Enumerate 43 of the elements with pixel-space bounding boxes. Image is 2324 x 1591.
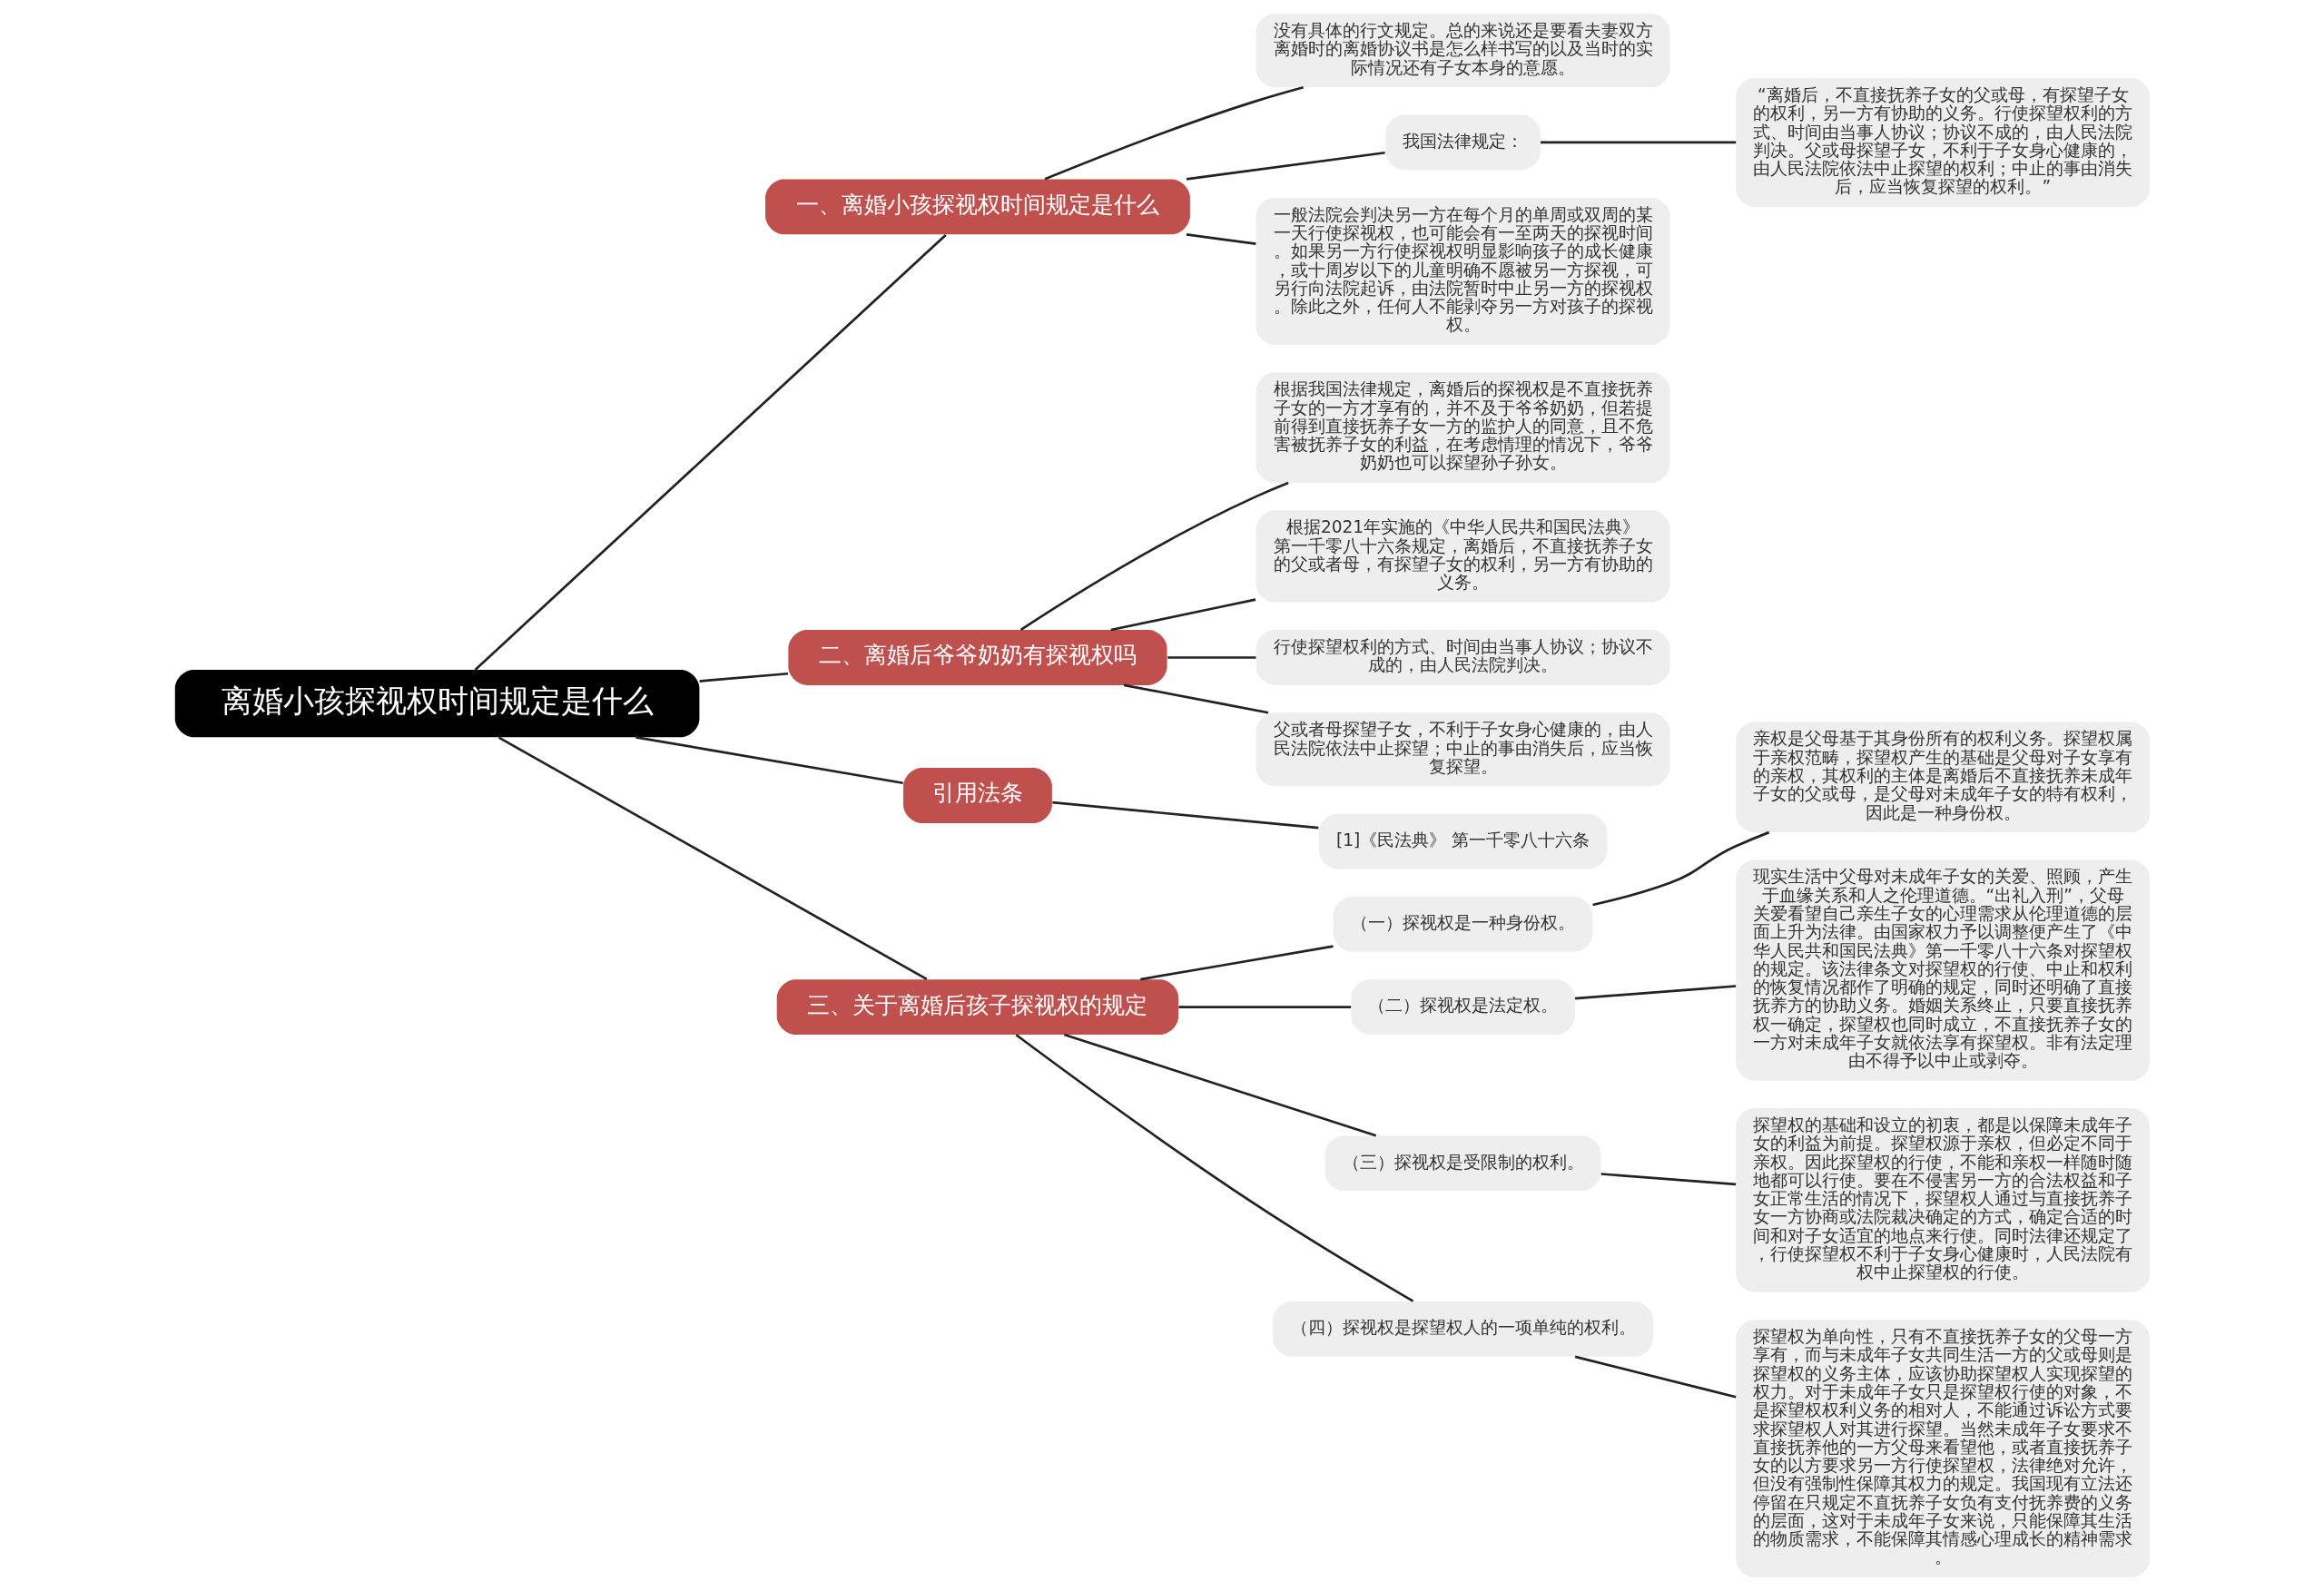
- connector: [1186, 233, 1256, 245]
- connector: [1110, 598, 1256, 632]
- node-box: （三）探视权是受限制的权利。: [1324, 1135, 1601, 1192]
- connector: [1044, 85, 1304, 181]
- connector: [1123, 683, 1268, 714]
- connector: [474, 233, 947, 671]
- node-box: 引用法条: [902, 768, 1052, 823]
- node-box: 探望权为单向性，只有不直接抚养子女的父母一方享有，而与未成年子女共同生活一方的父或母则是探望权的义务主体，应该协助探望权人实现探望的权力。对于未成年子女只是探望权行使的对象，不是探望权权利义务的相对人，不能通过诉讼方式要求探望权人对其进行探望。当然未成年子女要求不直接抚养他的一方父母来看望他，或者直接抚养子女的以方要求另一方行使探望权，法律绝对允许，但没有强制性保障其权力的规定。我国现有立法还停留在只规定不直抚养子女负有支付抚养费的义务的层面，这对于未成年子女来说，只能保障其生活的物质需求，不能保障其情感心理成长的精神需求。: [1735, 1320, 2150, 1577]
- connector: [699, 672, 788, 683]
- connector: [1540, 141, 1736, 144]
- node-box: （四）探视权是探望权人的一项单纯的权利。: [1272, 1301, 1653, 1357]
- connector: [1178, 1006, 1351, 1008]
- node-box: （二）探视权是法定权。: [1350, 979, 1575, 1035]
- node-box: 三、关于离婚后孩子探视权的规定: [776, 979, 1178, 1035]
- node-box: 二、离婚后爷爷奶奶有探视权吗: [787, 630, 1167, 685]
- connector: [1051, 800, 1318, 830]
- node-box: [1]《民法典》 第一千零八十六条: [1318, 813, 1607, 869]
- connector: [1591, 830, 1769, 907]
- node-box: 亲权是父母基于其身份所有的权利义务。探望权属于亲权范畴，探望权产生的基础是父母对子女享有的亲权，其权利的主体是离婚后不直接抚养未成年子女的父或母，是父母对未成年子女的特有权利，因此是一种身份权。: [1735, 722, 2150, 833]
- node-box: 行使探望权利的方式、时间由当事人协议；协议不成的，由人民法院判决。: [1256, 630, 1670, 685]
- connector: [1063, 1033, 1376, 1137]
- node-box: 现实生活中父母对未成年子女的关爱、照顾，产生于血缘关系和人之伦理道德。“出礼入刑”，父母关爱看望自己亲生子女的心理需求从伦理道德的层面上升为法律。由国家权力予以调整便产生了《中华人民共和国民法典》第一千零八十六条对探望权的规定。该法律条文对探望权的行使、中止和权利的恢复情况都作了明确的规定，同时还明确了直接抚养方的协助义务。婚姻关系终止，只要直接抚养权一确定，探望权也同时成立，不直接抚养子女的一方对未成年子女就依法享有探望权。非有法定理由不得予以中止或剥夺。: [1735, 859, 2150, 1081]
- connector: [1139, 945, 1334, 981]
- node-box: 根据我国法律规定，离婚后的探视权是不直接抚养子女的一方才享有的，并不及于爷爷奶奶，但若提前得到直接抚养子女一方的监护人的同意，且不危害被抚养子女的利益，在考虑情理的情况下，爷爷奶奶也可以探望孙子孙女。: [1256, 372, 1670, 483]
- connector: [1600, 1173, 1736, 1186]
- node-box: （一）探视权是一种身份权。: [1333, 897, 1592, 952]
- node-box: “离婚后，不直接抚养子女的父或母，有探望子女的权利，另一方有协助的义务。行使探望权利的方式、时间由当事人协议；协议不成的，由人民法院判决。父或母探望子女，不利于子女身心健康的，由人民法院依法中止探望的权利；中止的事由消失后，应当恢复探望的权利。”: [1735, 78, 2150, 207]
- connector: [635, 736, 903, 785]
- connector: [1186, 151, 1385, 181]
- node-box: 没有具体的行文规定。总的来说还是要看夫妻双方离婚时的离婚协议书是怎么样书写的以及当时的实际情况还有子女本身的意愿。: [1256, 14, 1670, 88]
- connector: [1574, 985, 1736, 1000]
- node-box: 父或者母探望子女，不利于子女身心健康的，由人民法院依法中止探望；中止的事由消失后，应当恢复探望。: [1256, 712, 1670, 787]
- node-box: 一、离婚小孩探视权时间规定是什么: [764, 179, 1190, 235]
- node-box: 我国法律规定：: [1384, 114, 1541, 171]
- connector: [1019, 481, 1289, 631]
- node-box: 离婚小孩探视权时间规定是什么: [174, 670, 699, 738]
- connector: [1015, 1034, 1413, 1302]
- node-box: 一般法院会判决另一方在每个月的单周或双周的某一天行使探视权，也可能会有一至两天的探视时间。如果另一方行使探视权明显影响孩子的成长健康，或十周岁以下的儿童明确不愿被另一方探视，可另行向法院起诉，由法院暂时中止另一方的探视权。除此之外，任何人不能剥夺另一方对孩子的探视权。: [1256, 197, 1670, 345]
- connector: [497, 736, 927, 980]
- connector: [1167, 656, 1256, 659]
- node-box: 根据2021年实施的《中华人民共和国民法典》第一千零八十六条规定，离婚后，不直接抚养子女的父或者母，有探望子女的权利，另一方有协助的义务。: [1256, 510, 1670, 603]
- node-box: 探望权的基础和设立的初衷，都是以保障未成年子女的利益为前提。探望权源于亲权，但必定不同于亲权。因此探望权的行使，不能和亲权一样随时随地都可以行使。要在不侵害另一方的合法权益和子女正常生活的情况下，探望权人通过与直接抚养子女一方协商或法院裁决确定的方式，确定合适的时间和对子女适宜的地点来行使。同时法律还规定了，行使探望权不利于子女身心健康时，人民法院有权中止探望权的行使。: [1735, 1108, 2150, 1292]
- connector: [1574, 1355, 1736, 1399]
